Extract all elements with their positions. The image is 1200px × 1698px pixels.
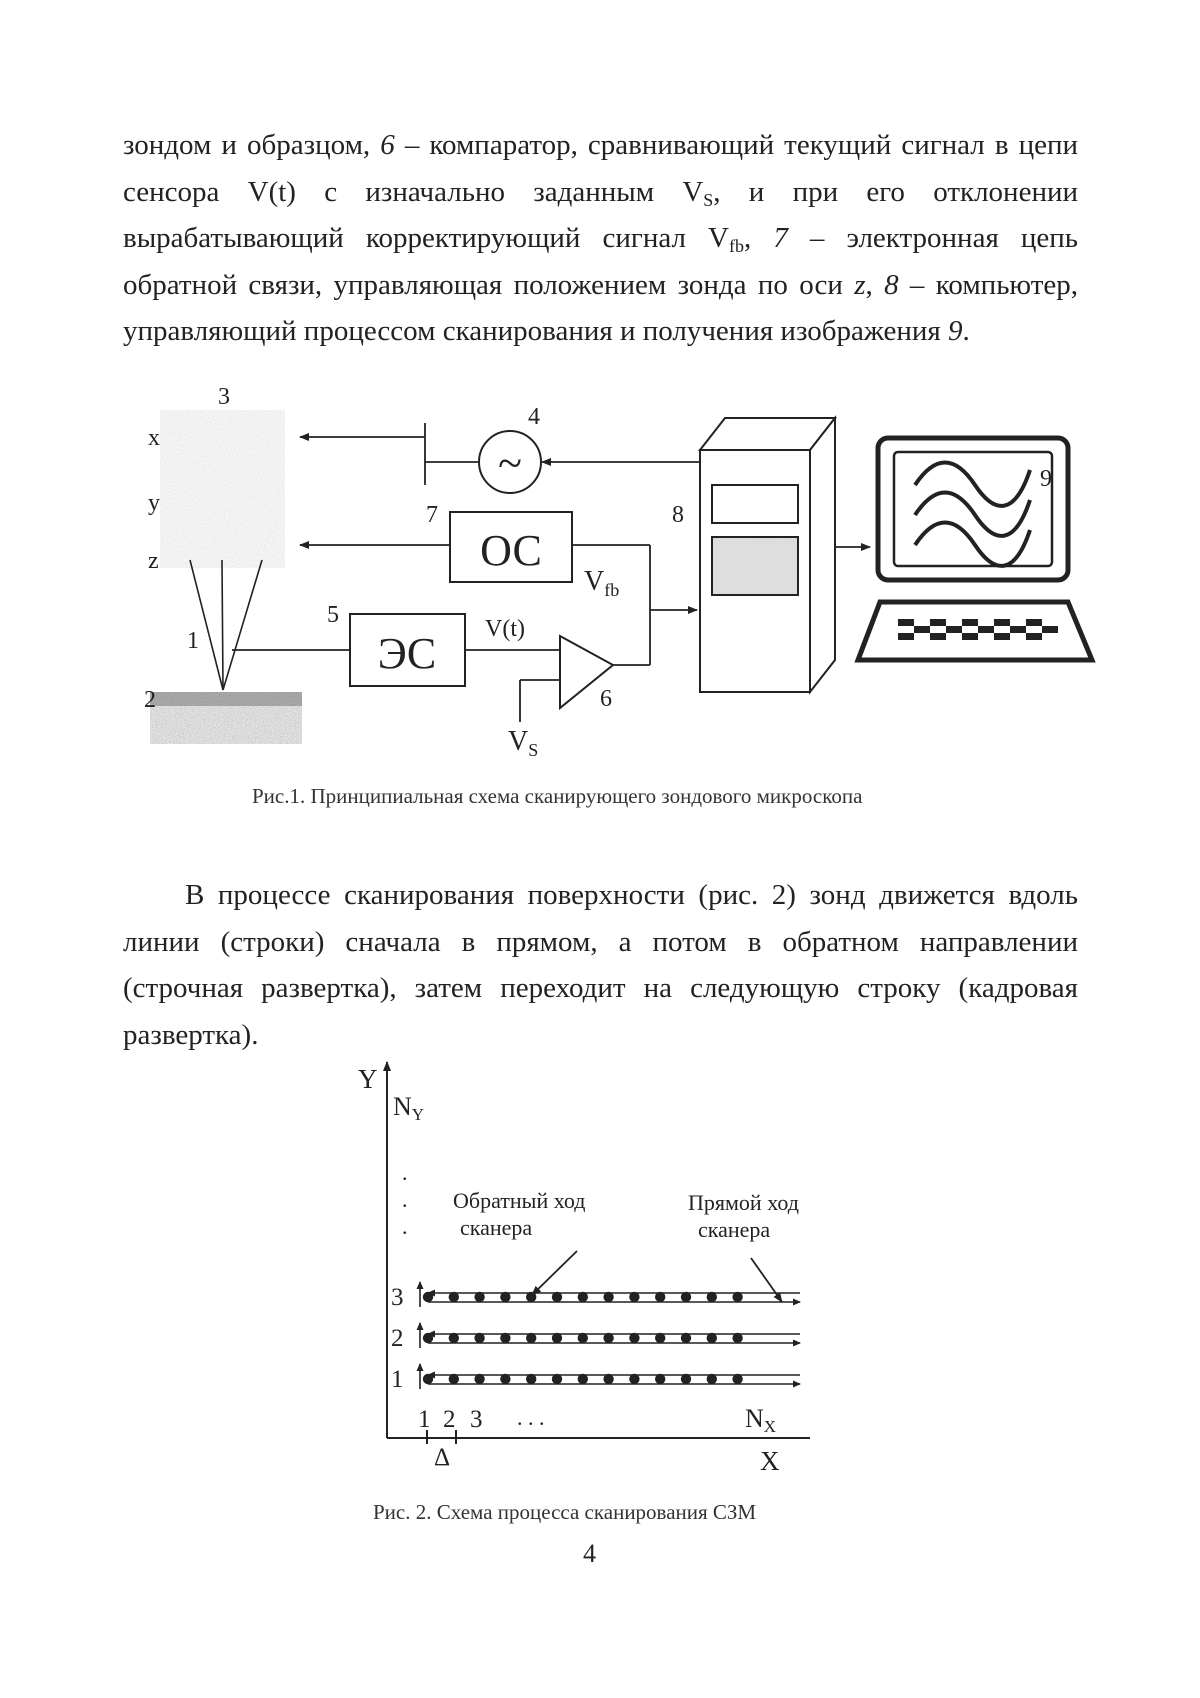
scan-point bbox=[577, 1373, 588, 1385]
label-vdots-2: . bbox=[402, 1187, 408, 1212]
paragraph-1: зондом и образцом, 6 – компаратор, сравн… bbox=[123, 129, 1079, 347]
label-3: 3 bbox=[218, 384, 230, 410]
scan-point bbox=[422, 1373, 434, 1385]
label-row-1: 1 bbox=[391, 1366, 404, 1393]
scan-point bbox=[474, 1332, 485, 1344]
label-row-3: 3 bbox=[391, 1284, 404, 1311]
scan-point bbox=[526, 1373, 537, 1385]
generator-symbol: ~ bbox=[498, 439, 522, 488]
scan-point bbox=[551, 1373, 563, 1385]
scan-point bbox=[603, 1291, 614, 1303]
scan-point bbox=[629, 1332, 640, 1344]
scan-point bbox=[680, 1291, 692, 1303]
label-5: 5 bbox=[327, 602, 339, 628]
scan-point bbox=[448, 1332, 459, 1344]
label-1: 1 bbox=[187, 628, 199, 654]
label-forward-2: сканера bbox=[698, 1217, 770, 1242]
figure-2-caption: Рис. 2. Схема процесса сканирования СЗМ bbox=[373, 1500, 757, 1524]
scan-point bbox=[551, 1291, 563, 1303]
label-reverse-1: Обратный ход bbox=[453, 1188, 585, 1213]
scan-point bbox=[551, 1332, 563, 1344]
label-y-axis: Y bbox=[358, 1064, 378, 1094]
label-8: 8 bbox=[672, 502, 684, 528]
label-9: 9 bbox=[1040, 466, 1052, 492]
label-vt: V(t) bbox=[485, 616, 525, 642]
scan-point bbox=[422, 1332, 434, 1344]
page-number: 4 bbox=[583, 1539, 596, 1568]
label-2: 2 bbox=[144, 687, 156, 713]
label-7: 7 bbox=[426, 502, 438, 528]
scan-point bbox=[500, 1332, 511, 1344]
scan-point bbox=[603, 1332, 614, 1344]
label-vdots-1: . bbox=[402, 1160, 408, 1185]
label-4: 4 bbox=[528, 404, 540, 430]
scan-point bbox=[577, 1291, 588, 1303]
axes bbox=[383, 1061, 810, 1444]
label-x-axis: X bbox=[760, 1446, 780, 1476]
label-vdots-3: . bbox=[402, 1214, 408, 1239]
scan-point bbox=[629, 1291, 640, 1303]
probe bbox=[189, 559, 263, 691]
waveforms bbox=[913, 460, 1032, 568]
keyboard-keys bbox=[898, 619, 1058, 640]
scan-point bbox=[500, 1291, 511, 1303]
label-row-2: 2 bbox=[391, 1325, 404, 1352]
scan-point bbox=[655, 1373, 666, 1385]
scan-points bbox=[422, 1291, 743, 1385]
computer-8 bbox=[697, 415, 838, 695]
connections bbox=[232, 423, 871, 722]
figure-2-labels: Y NY . . . Обратный ход сканера Прямой х… bbox=[358, 1064, 799, 1476]
label-6: 6 bbox=[600, 686, 612, 712]
pointer-arrows bbox=[531, 1250, 783, 1303]
sample bbox=[150, 692, 302, 744]
label-axis-x: x bbox=[148, 425, 160, 451]
label-col-1: 1 bbox=[418, 1406, 431, 1433]
scan-point bbox=[706, 1332, 717, 1344]
label-delta: Δ bbox=[434, 1444, 450, 1471]
label-col-2: 2 bbox=[443, 1406, 456, 1433]
scan-point bbox=[732, 1291, 743, 1303]
scan-point bbox=[706, 1291, 717, 1303]
scan-point bbox=[448, 1373, 459, 1385]
scan-point bbox=[655, 1332, 666, 1344]
scan-point bbox=[732, 1332, 743, 1344]
scan-point bbox=[680, 1373, 692, 1385]
scan-point bbox=[500, 1373, 511, 1385]
scan-point bbox=[474, 1373, 485, 1385]
label-ny: NY bbox=[393, 1092, 424, 1124]
comparator-6 bbox=[559, 634, 615, 711]
label-axis-y: y bbox=[148, 490, 160, 516]
scan-point bbox=[474, 1291, 485, 1303]
box-es-label: ЭС bbox=[378, 629, 436, 678]
monitor-9 bbox=[854, 435, 1096, 663]
scan-point bbox=[577, 1332, 588, 1344]
box-oc-label: ОС bbox=[480, 526, 542, 575]
label-col-dots: . . . bbox=[517, 1405, 545, 1430]
scan-point bbox=[629, 1373, 640, 1385]
label-nx: NX bbox=[745, 1404, 776, 1436]
sensor-box-5: ЭС bbox=[349, 613, 466, 687]
figure-1-schematic: ~ ОС ЭС bbox=[144, 384, 1096, 760]
label-col-3: 3 bbox=[470, 1406, 483, 1433]
scan-point bbox=[526, 1332, 537, 1344]
figure-2-scan-diagram: Y NY . . . Обратный ход сканера Прямой х… bbox=[358, 1061, 810, 1476]
label-reverse-2: сканера bbox=[460, 1215, 532, 1240]
scan-point bbox=[732, 1373, 743, 1385]
figure-1-labels: 3 x y z 4 7 8 9 5 1 2 6 V(t) Vfb VS bbox=[144, 384, 1052, 760]
label-vfb: Vfb bbox=[584, 566, 619, 600]
feedback-box-7: ОС bbox=[449, 511, 573, 583]
label-axis-z: z bbox=[148, 548, 159, 574]
scan-point bbox=[706, 1373, 717, 1385]
scan-point bbox=[448, 1291, 459, 1303]
scanner-block bbox=[160, 410, 285, 568]
label-vs: VS bbox=[508, 726, 538, 760]
figure-1-caption: Рис.1. Принципиальная схема сканирующего… bbox=[252, 784, 863, 808]
label-forward-1: Прямой ход bbox=[688, 1190, 799, 1215]
paragraph-2: В процессе сканирования поверхности (рис… bbox=[123, 879, 1078, 1051]
scan-point bbox=[680, 1332, 692, 1344]
scan-point bbox=[655, 1291, 666, 1303]
generator-4: ~ bbox=[478, 430, 542, 494]
scan-point bbox=[422, 1291, 434, 1303]
scan-point bbox=[603, 1373, 614, 1385]
